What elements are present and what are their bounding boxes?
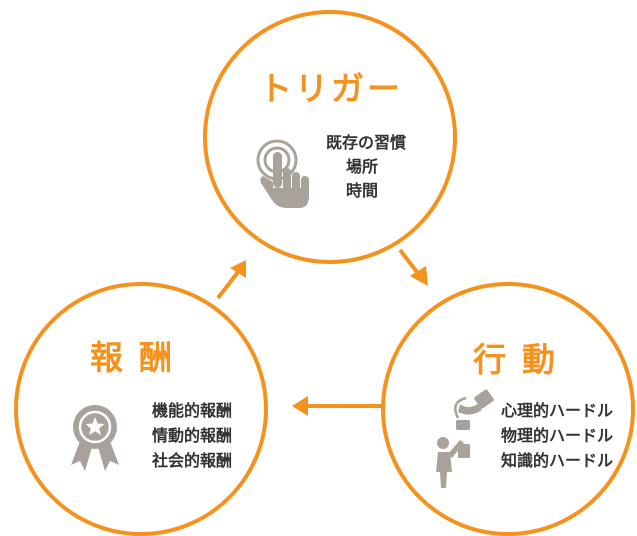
trigger-title: トリガー (259, 69, 403, 108)
touch-hand-icon (256, 139, 309, 208)
reward-item: 社会的報酬 (152, 451, 233, 470)
award-ribbon-icon (71, 405, 119, 471)
reward-item: 機能的報酬 (152, 401, 233, 420)
action-item: 心理的ハードル (501, 401, 614, 420)
reward-circle (14, 282, 268, 536)
action-circle (381, 282, 635, 536)
arrow-reward-to-trigger (216, 260, 246, 300)
action-title: 行動 (473, 340, 571, 379)
action-item: 知識的ハードル (501, 451, 614, 470)
action-item: 物理的ハードル (501, 426, 614, 445)
arrow-trigger-to-action (398, 248, 428, 286)
trigger-item: 場所 (346, 157, 379, 176)
reward-item: 情動的報酬 (152, 426, 233, 445)
trigger-item: 時間 (346, 181, 379, 200)
reward-title: 報酬 (90, 338, 188, 377)
trigger-item: 既存の習慣 (326, 133, 407, 152)
person-lifting-icon (436, 389, 494, 488)
arrow-action-to-reward (292, 396, 382, 416)
trigger-circle (203, 10, 457, 264)
